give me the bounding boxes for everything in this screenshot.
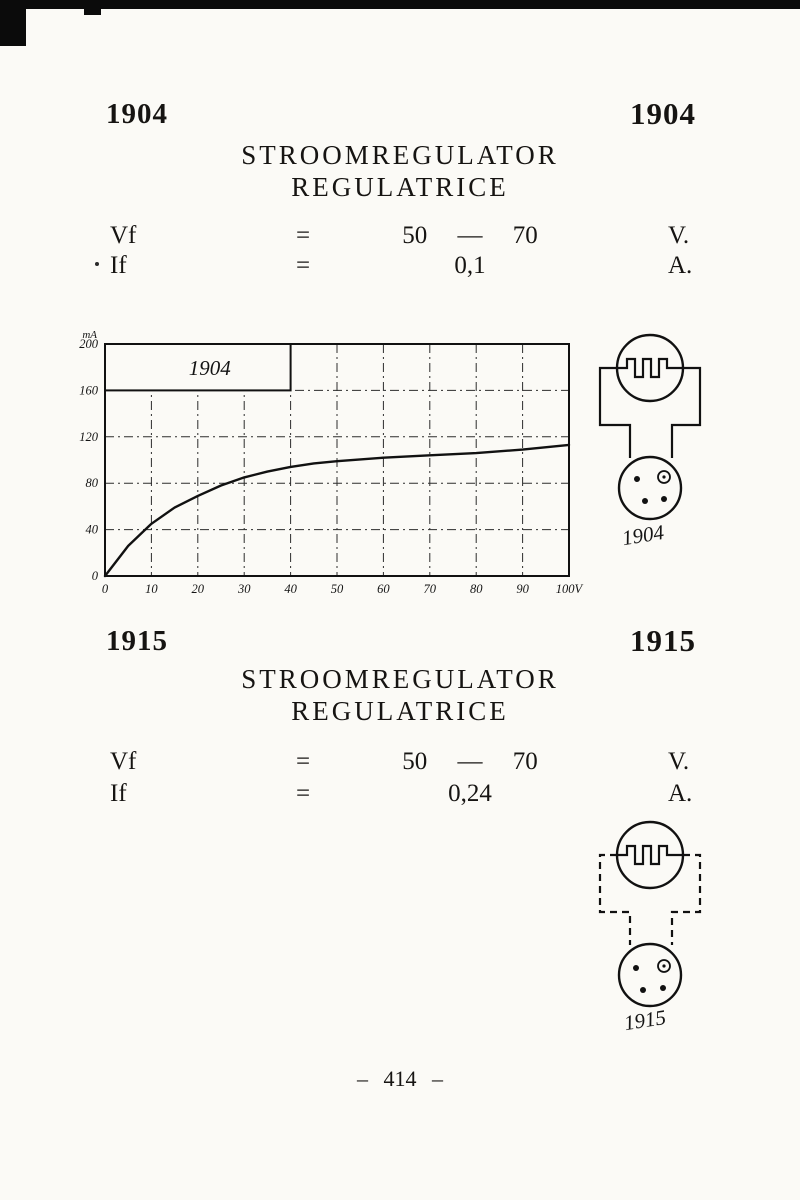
spec-unit: V. [668, 748, 690, 775]
equals-sign: = [296, 222, 311, 249]
tube-script-label: 1915 [622, 1005, 667, 1035]
x-tick-label: 90 [516, 582, 529, 596]
spec-row-vf: Vf = 50 — 70 V. [0, 748, 800, 778]
spec-param: Vf [110, 748, 137, 775]
y-tick-label: 160 [79, 383, 99, 397]
y-tick-label: 40 [86, 523, 99, 537]
tube-script-label: 1904 [620, 520, 666, 550]
pin-icon [633, 965, 639, 971]
filament-icon [617, 844, 683, 866]
spec-param: Vf [110, 222, 137, 249]
tube-type-title-nl: STROOMREGULATOR [241, 140, 559, 170]
x-tick-label: 0 [102, 582, 109, 596]
pin-icon [640, 987, 646, 993]
characteristic-curve [103, 443, 571, 578]
lead-wire-left [598, 853, 632, 945]
x-tick-label: 40 [284, 582, 297, 596]
equals-sign: = [296, 780, 311, 807]
x-tick-label: 70 [424, 582, 437, 596]
y-tick-label: 120 [79, 430, 99, 444]
base-pinout-circle-icon [617, 455, 683, 521]
equals-sign: = [296, 252, 311, 279]
spec-row-if: If = 0,24 A. [0, 780, 800, 810]
scan-corner-artifact [0, 0, 26, 46]
tube-code-right: 1904 [630, 96, 696, 131]
tube-type-title-nl: STROOMREGULATOR [241, 664, 559, 694]
spec-unit: V. [668, 222, 690, 249]
tube-symbol-1915: 1915 [598, 820, 702, 1035]
x-tick-label: 10 [145, 582, 158, 596]
spec-unit: A. [668, 780, 693, 807]
spec-value: 0,1 [454, 252, 486, 279]
spec-value: 0,24 [448, 780, 492, 807]
pin-icon [642, 498, 648, 504]
scan-dot-artifact [95, 262, 99, 266]
scan-edge-artifact [0, 0, 800, 9]
spec-row-vf: Vf = 50 — 70 V. [0, 222, 800, 252]
tube-symbol-1904: 1904 [598, 333, 702, 550]
x-tick-label: 60 [377, 582, 390, 596]
y-tick-label: 200 [79, 337, 99, 351]
spec-value: 50 — 70 [402, 748, 538, 775]
base-pinout-circle-icon [617, 942, 683, 1008]
x-tick-label: 80 [470, 582, 483, 596]
pin-icon [660, 985, 666, 991]
spec-param: If [110, 780, 127, 807]
spec-row-if: If = 0,1 A. [0, 252, 800, 282]
chart-title-label: 1904 [189, 356, 232, 380]
x-tick-label: 30 [237, 582, 251, 596]
chart-frame [104, 343, 570, 577]
tube-code-left: 1915 [106, 625, 168, 657]
spec-value: 50 — 70 [402, 222, 538, 249]
x-tick-label: 50 [331, 582, 344, 596]
tube-type-title-fr: REGULATRICE [291, 696, 509, 726]
x-tick-label: 20 [192, 582, 205, 596]
x-tick-label: 100V [556, 582, 584, 596]
y-tick-label: 80 [86, 476, 99, 490]
equals-sign: = [296, 748, 311, 775]
lead-wire-left [598, 366, 632, 458]
tube-code-left: 1904 [106, 98, 168, 130]
lead-wire-right [670, 366, 702, 458]
y-tick-label: 0 [92, 569, 99, 583]
pin-icon [657, 470, 671, 484]
lead-wire-right [670, 853, 702, 945]
tube-type-title-fr: REGULATRICE [291, 172, 509, 202]
pin-icon [634, 476, 640, 482]
y-axis-unit-label: mA [82, 330, 97, 341]
pin-icon [661, 496, 667, 502]
spec-unit: A. [668, 252, 693, 279]
pin-icon [657, 959, 671, 973]
spec-param: If [110, 252, 127, 279]
pin-icon [662, 964, 666, 968]
page-number: – 414 – [357, 1066, 443, 1091]
pin-icon [662, 475, 666, 479]
filament-icon [617, 357, 683, 379]
tube-code-right: 1915 [630, 623, 696, 658]
chart-title-box [104, 343, 292, 392]
scan-notch-artifact [84, 0, 101, 15]
